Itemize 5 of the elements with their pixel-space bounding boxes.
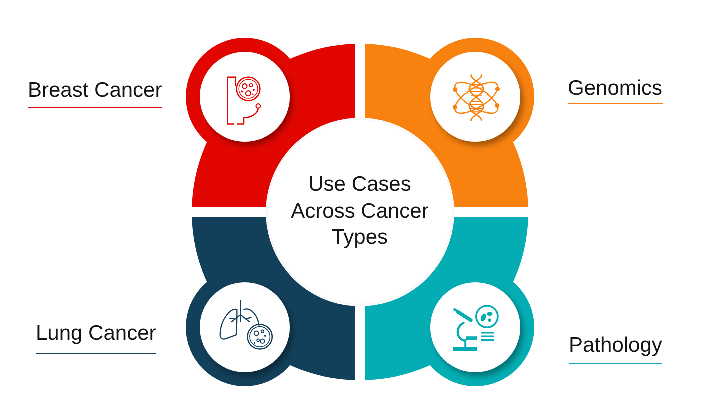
segment-title: Pathology [569,334,662,364]
center-title: Use Cases Across Cancer Types [290,172,430,252]
segment-title: Genomics [568,76,663,104]
segment-title: Lung Cancer [36,322,156,354]
segment-title: Breast Cancer [28,78,162,108]
